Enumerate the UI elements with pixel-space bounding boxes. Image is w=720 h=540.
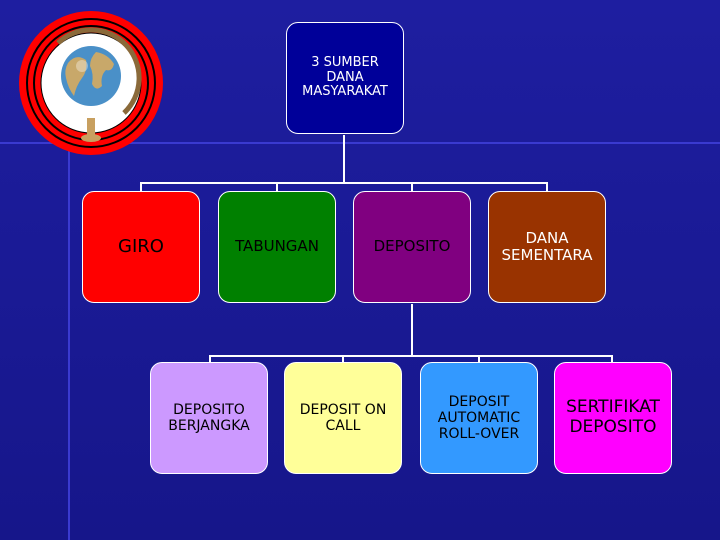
connector-tabungan bbox=[276, 182, 278, 192]
connector-level1-bar bbox=[140, 182, 548, 184]
connector-deposito-berjangka bbox=[209, 355, 211, 363]
connector-level2-bar bbox=[209, 355, 613, 357]
connector-giro bbox=[140, 182, 142, 192]
node-deposit-automatic-roll-over: DEPOSIT AUTOMATIC ROLL-OVER bbox=[420, 362, 538, 474]
connector-deposit-on-call bbox=[342, 355, 344, 363]
node-sertifikat-deposito: SERTIFIKAT DEPOSITO bbox=[554, 362, 672, 474]
node-dana-sementara-label: DANA SEMENTARA bbox=[501, 228, 593, 264]
node-giro: GIRO bbox=[82, 191, 200, 303]
globe-icon bbox=[19, 11, 163, 155]
node-deposito-label: DEPOSITO bbox=[373, 237, 451, 256]
node-sertifikat-deposito-label: SERTIFIKAT DEPOSITO bbox=[566, 397, 660, 437]
connector-dana-sementara bbox=[546, 182, 548, 192]
decorative-line-vertical bbox=[68, 142, 70, 540]
node-root-label: 3 SUMBER DANA MASYARAKAT bbox=[302, 54, 388, 100]
node-deposit-on-call-label: DEPOSIT ON CALL bbox=[299, 401, 387, 434]
connector-deposito bbox=[411, 182, 413, 192]
node-deposito-berjangka: DEPOSITO BERJANGKA bbox=[150, 362, 268, 474]
node-deposit-automatic-label: DEPOSIT AUTOMATIC ROLL-OVER bbox=[437, 393, 521, 443]
connector-deposito-down bbox=[411, 304, 413, 356]
node-deposito: DEPOSITO bbox=[353, 191, 471, 303]
node-tabungan-label: TABUNGAN bbox=[235, 237, 319, 256]
decorative-line-horizontal bbox=[0, 142, 720, 144]
node-tabungan: TABUNGAN bbox=[218, 191, 336, 303]
node-deposito-berjangka-label: DEPOSITO BERJANGKA bbox=[168, 401, 250, 434]
node-dana-sementara: DANA SEMENTARA bbox=[488, 191, 606, 303]
node-giro-label: GIRO bbox=[118, 235, 164, 257]
connector-root-down bbox=[343, 135, 345, 183]
connector-sertifikat-deposito bbox=[611, 355, 613, 363]
node-root: 3 SUMBER DANA MASYARAKAT bbox=[286, 22, 404, 134]
connector-deposit-automatic bbox=[478, 355, 480, 363]
node-deposit-on-call: DEPOSIT ON CALL bbox=[284, 362, 402, 474]
